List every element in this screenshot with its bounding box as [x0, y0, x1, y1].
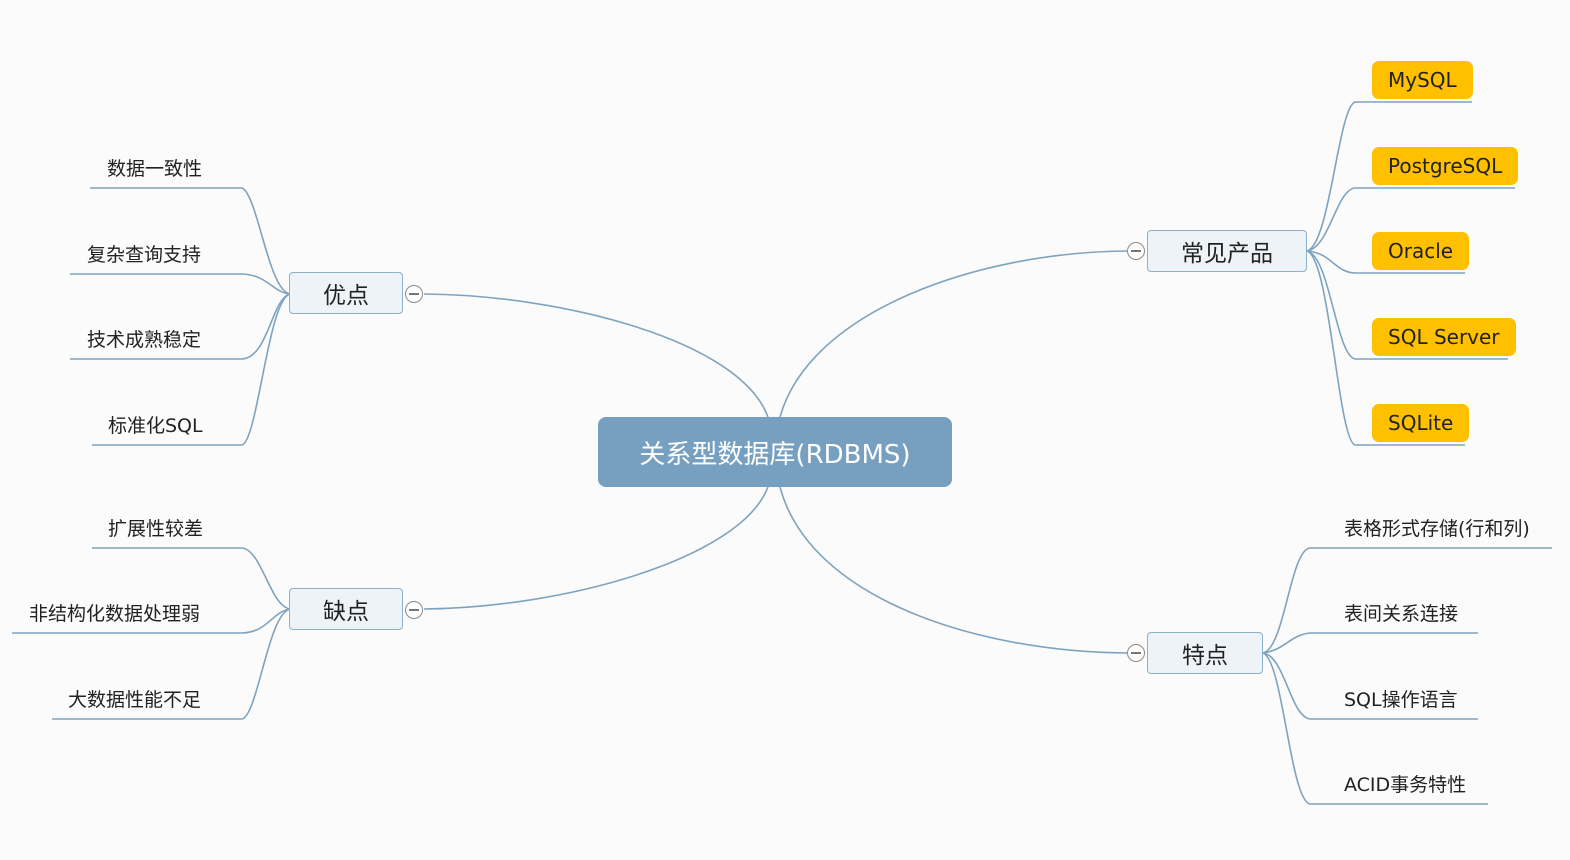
leaf-advantage-1[interactable]: 数据一致性	[107, 158, 203, 180]
link-feat-3	[1262, 652, 1478, 720]
product-sqlserver[interactable]: SQL Server	[1372, 318, 1516, 356]
link-feat-4	[1262, 652, 1488, 805]
link-dis-2	[12, 608, 291, 634]
branch-disadvantages[interactable]: 缺点	[289, 588, 403, 630]
link-prod-4	[1306, 250, 1508, 360]
link-root-features	[779, 486, 1128, 654]
link-adv-2	[70, 273, 291, 295]
leaf-advantage-2[interactable]: 复杂查询支持	[87, 244, 202, 266]
link-prod-2	[1306, 187, 1515, 252]
leaf-disadvantage-2[interactable]: 非结构化数据处理弱	[29, 603, 201, 625]
link-root-products	[779, 250, 1128, 418]
branch-products[interactable]: 常见产品	[1147, 230, 1307, 272]
link-dis-1	[92, 547, 291, 610]
product-mysql[interactable]: MySQL	[1372, 61, 1473, 99]
link-prod-5	[1306, 250, 1465, 446]
collapse-disadvantages-icon[interactable]	[405, 601, 423, 619]
product-postgresql[interactable]: PostgreSQL	[1372, 147, 1519, 185]
link-adv-1	[90, 187, 291, 295]
leaf-advantage-3[interactable]: 技术成熟稳定	[87, 329, 202, 351]
link-feat-2	[1262, 632, 1478, 654]
leaf-feature-1[interactable]: 表格形式存储(行和列)	[1344, 518, 1530, 540]
link-feat-1	[1262, 547, 1552, 654]
link-dis-3	[52, 608, 291, 720]
leaf-feature-4[interactable]: ACID事务特性	[1344, 774, 1467, 796]
leaf-feature-2[interactable]: 表间关系连接	[1344, 603, 1459, 625]
collapse-advantages-icon[interactable]	[405, 285, 423, 303]
collapse-products-icon[interactable]	[1127, 242, 1145, 260]
link-root-disadvantages	[423, 486, 769, 610]
branch-features[interactable]: 特点	[1147, 632, 1263, 674]
link-root-advantages	[423, 293, 769, 418]
link-prod-1	[1306, 101, 1472, 252]
leaf-disadvantage-3[interactable]: 大数据性能不足	[68, 689, 202, 711]
leaf-disadvantage-1[interactable]: 扩展性较差	[108, 518, 204, 540]
product-oracle[interactable]: Oracle	[1372, 232, 1470, 270]
leaf-feature-3[interactable]: SQL操作语言	[1344, 689, 1458, 711]
root-topic[interactable]: 关系型数据库(RDBMS)	[598, 417, 952, 487]
leaf-advantage-4[interactable]: 标准化SQL	[108, 415, 203, 437]
collapse-features-icon[interactable]	[1127, 644, 1145, 662]
branch-advantages[interactable]: 优点	[289, 272, 403, 314]
link-prod-3	[1306, 250, 1465, 274]
link-adv-4	[92, 293, 291, 446]
product-sqlite[interactable]: SQLite	[1372, 404, 1470, 442]
